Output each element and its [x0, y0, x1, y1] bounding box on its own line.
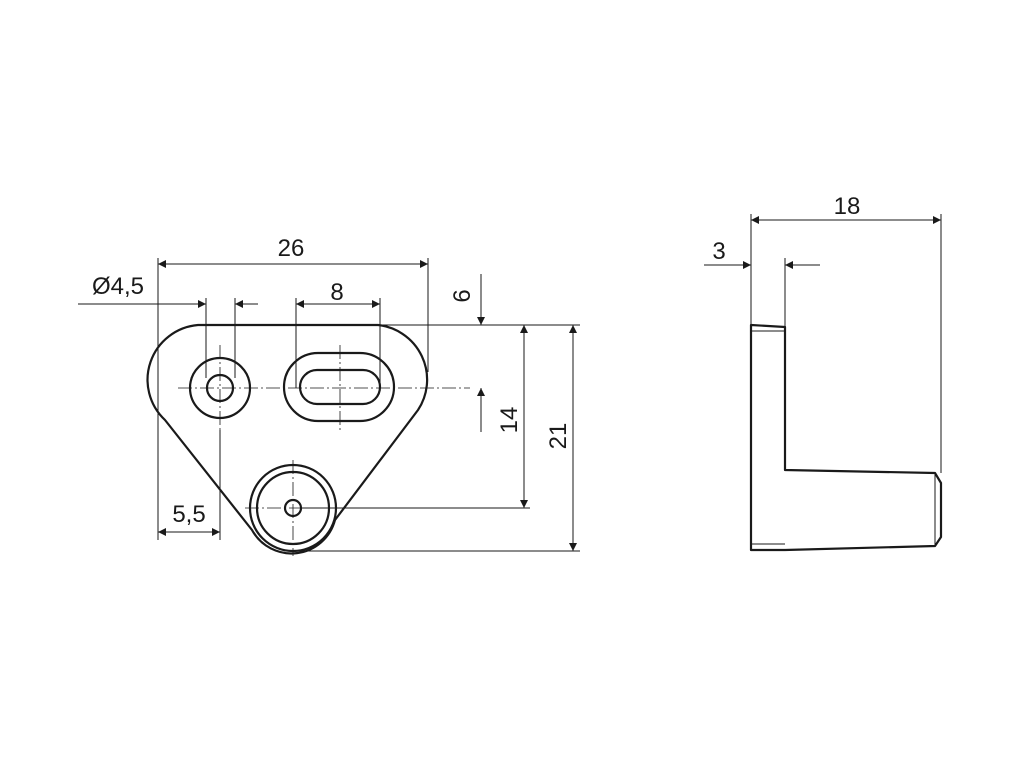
dim-label-18: 18 — [834, 193, 861, 220]
side-profile — [749, 323, 943, 552]
dim-label-5-5: 5,5 — [172, 501, 205, 528]
dim-label-8: 8 — [330, 279, 343, 306]
dim-label-3: 3 — [712, 238, 725, 265]
slot-outer — [282, 351, 396, 423]
front-view: 26 Ø4,5 8 6 14 21 5,5 — [78, 235, 580, 556]
dim-label-21: 21 — [545, 423, 572, 450]
dim-label-26: 26 — [278, 235, 305, 262]
dim-label-6: 6 — [449, 289, 476, 302]
plate-outline — [146, 323, 429, 555]
dim-label-diameter: Ø4,5 — [92, 273, 144, 300]
side-view: 18 3 — [704, 193, 943, 552]
dim-label-14: 14 — [496, 407, 523, 434]
